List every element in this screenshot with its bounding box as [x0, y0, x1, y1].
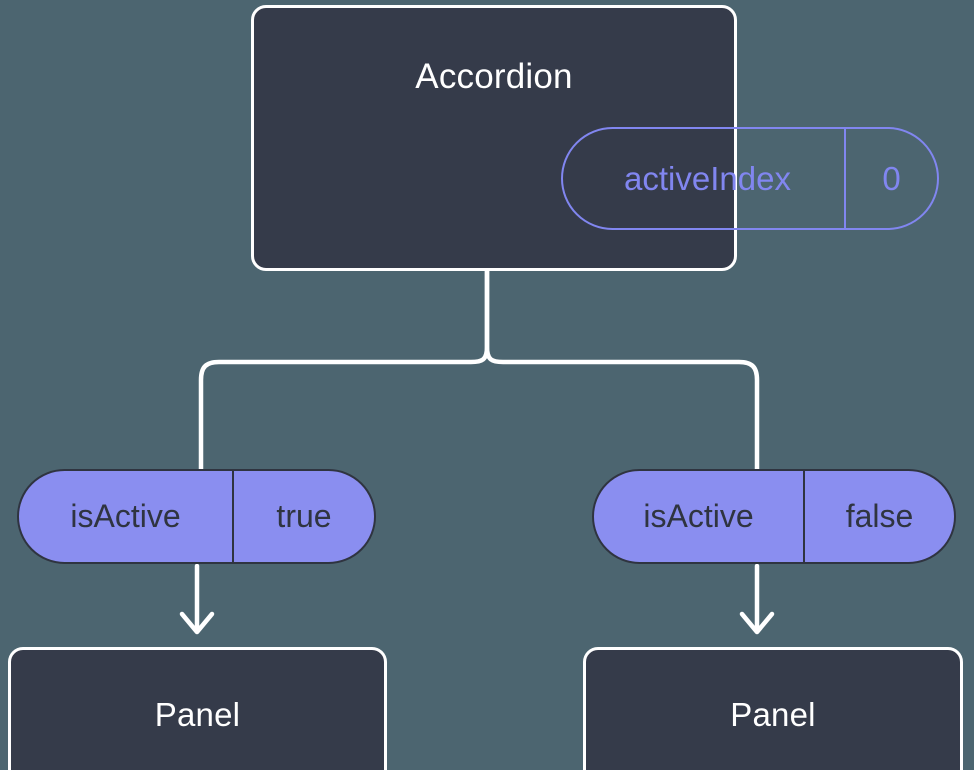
wire-root-to-left-branch: [198, 268, 490, 472]
node-accordion[interactable]: Accordion activeIndex 0: [251, 5, 939, 271]
node-panel-left-label: Panel: [154, 696, 241, 733]
node-panel-right-label: Panel: [730, 696, 816, 733]
node-panel-right[interactable]: Panel: [583, 647, 963, 770]
prop-badge-is-active-true-key: isActive: [70, 498, 181, 534]
node-accordion-label: Accordion: [415, 57, 573, 96]
arrow-head-left: [179, 611, 215, 635]
prop-badge-is-active-true[interactable]: isActive true: [17, 469, 376, 564]
state-badge-active-index-value: 0: [844, 129, 937, 228]
prop-badge-is-active-false-key: isActive: [643, 498, 754, 534]
prop-badge-is-active-false[interactable]: isActive false: [592, 469, 956, 564]
prop-badge-is-active-false-value: false: [803, 471, 954, 562]
wire-root-to-right-branch: [484, 268, 760, 472]
node-panel-left[interactable]: Panel: [8, 647, 387, 770]
arrow-head-right: [739, 611, 775, 635]
prop-badge-is-active-true-value: true: [232, 471, 374, 562]
state-badge-active-index[interactable]: activeIndex 0: [561, 127, 939, 230]
state-badge-active-index-key: activeIndex: [624, 159, 791, 197]
